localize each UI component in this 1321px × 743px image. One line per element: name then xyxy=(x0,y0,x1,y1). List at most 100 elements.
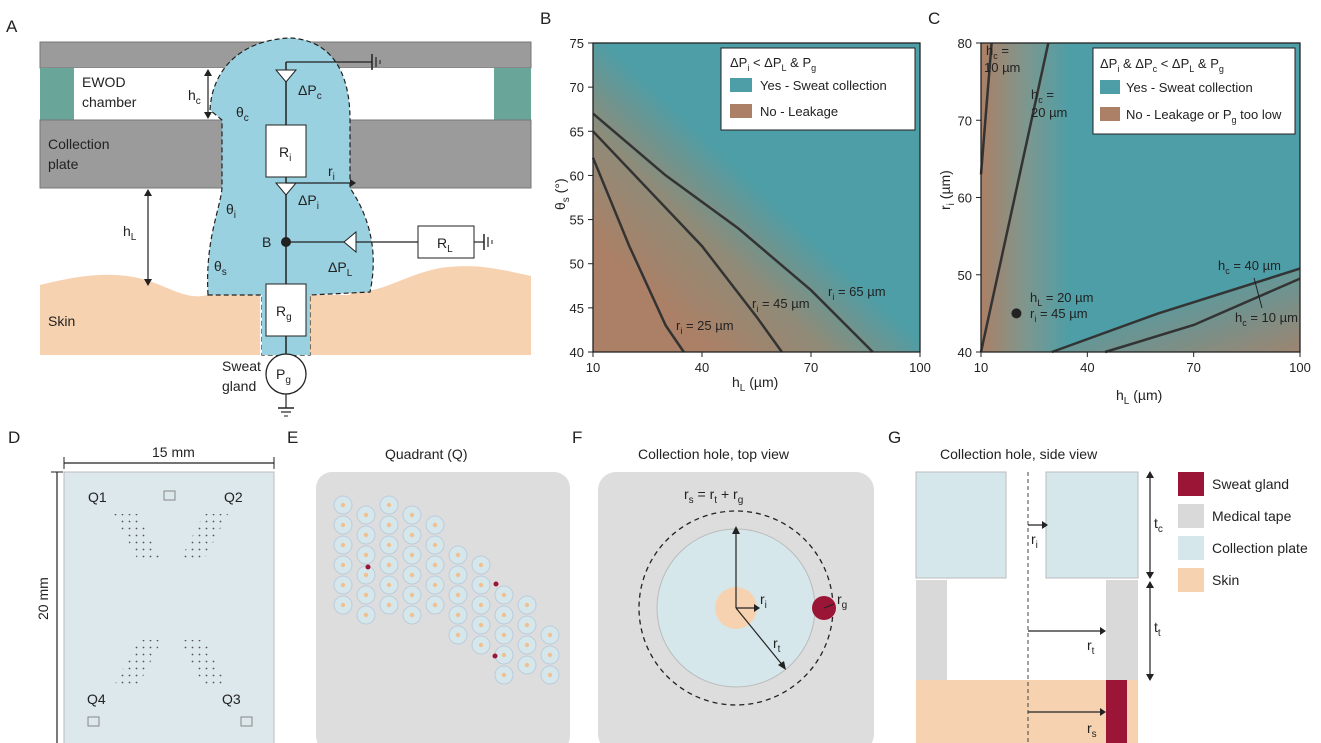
ewod-electrode-left xyxy=(40,68,74,120)
panel-c-point-label-1: hL = 20 µm xyxy=(1030,290,1093,308)
panel-b-xtick-2: 70 xyxy=(804,360,818,375)
resistor-rl xyxy=(417,225,475,259)
panel-g-rt-arrowhead xyxy=(1100,627,1106,635)
panel-b-ytick-3: 55 xyxy=(570,213,584,228)
panel-f-label: F xyxy=(572,428,582,447)
panel-e-label: E xyxy=(287,428,298,447)
panel-e-hole-center xyxy=(340,502,346,508)
panel-c-ylabel: ri (µm) xyxy=(937,170,957,210)
panel-c-xlabel: hL (µm) xyxy=(1116,387,1162,407)
resistor-ri xyxy=(265,124,307,178)
panel-c-series-1 xyxy=(979,42,1050,353)
panel-b-legend-yes-swatch xyxy=(730,78,752,92)
panel-e-hole-center xyxy=(386,502,392,508)
skin-label: Skin xyxy=(48,313,75,329)
panel-b-series-1 xyxy=(592,130,783,353)
panel-e: E Quadrant (Q) xyxy=(287,428,570,743)
panel-g-label: G xyxy=(888,428,901,447)
panel-b-ytick-4: 60 xyxy=(570,168,584,183)
panel-b-ytick-2: 50 xyxy=(570,257,584,272)
ewod-electrode-right xyxy=(494,68,531,120)
panel-g-tc-label: tc xyxy=(1154,515,1163,535)
panel-c-xtick-0: 10 xyxy=(974,360,988,375)
panel-e-hole-center xyxy=(432,602,438,608)
hl-arrow-down xyxy=(144,279,152,286)
panel-e-hole-center xyxy=(363,572,369,578)
collection-plate-label-2: plate xyxy=(48,156,79,172)
panel-c-series-2 xyxy=(1104,277,1301,354)
panel-f-title: Collection hole, top view xyxy=(638,446,790,462)
panel-e-hole-center xyxy=(501,652,507,658)
panel-e-hole-center xyxy=(432,542,438,548)
panel-b-series-0 xyxy=(591,157,685,353)
panel-e-hole-center xyxy=(455,572,461,578)
panel-g: G Collection hole, side view ri rt rs tc… xyxy=(888,428,1308,743)
hc-arrow-up xyxy=(204,69,212,76)
panel-g-legend-plate: Collection plate xyxy=(1212,540,1308,556)
panel-e-hole-center xyxy=(340,602,346,608)
panel-c-label-hc20-b: 20 µm xyxy=(1031,105,1067,120)
gland-label: gland xyxy=(222,378,256,394)
panel-g-legend-tape: Medical tape xyxy=(1212,508,1292,524)
panel-c-ytick-3: 70 xyxy=(958,113,972,128)
panel-e-hole-center xyxy=(478,562,484,568)
panel-e-hole-center xyxy=(363,612,369,618)
dpc-label: ΔPc xyxy=(298,82,322,102)
panel-f-rs-arrowhead xyxy=(732,526,740,534)
panel-b-label-ri65: ri = 65 µm xyxy=(828,284,886,302)
panel-b-ytick-0: 40 xyxy=(570,345,584,360)
panel-b-xlabel: hL (µm) xyxy=(732,374,778,394)
panel-c-legend-yes: Yes - Sweat collection xyxy=(1126,80,1253,95)
panel-c-series-0 xyxy=(979,42,993,175)
hc-arrow-down xyxy=(204,112,212,119)
panel-c-label-hc10-a: hc = xyxy=(986,43,1009,61)
panel-e-hole-center xyxy=(501,632,507,638)
panel-e-holes xyxy=(333,495,560,685)
panel-e-hole-center xyxy=(409,592,415,598)
panel-c-series-3 xyxy=(1051,267,1301,354)
panel-e-sweat-gland-0 xyxy=(365,564,371,570)
panel-c-ytick-2: 60 xyxy=(958,191,972,206)
panel-c-curves xyxy=(979,42,1301,354)
panel-b-xtick-0: 10 xyxy=(586,360,600,375)
panel-e-hole-center xyxy=(501,672,507,678)
panel-c-xtick-2: 70 xyxy=(1186,360,1200,375)
panel-e-hole-center xyxy=(524,622,530,628)
panel-c-point-label-2: ri = 45 µm xyxy=(1030,306,1088,324)
panel-e-hole-center xyxy=(409,572,415,578)
panel-e-hole-center xyxy=(340,542,346,548)
panel-f-ri-label: ri xyxy=(760,591,767,611)
panel-g-tt-arrow-up xyxy=(1146,581,1154,588)
panel-g-title: Collection hole, side view xyxy=(940,446,1098,462)
node-b-label: B xyxy=(262,234,271,250)
panel-b-xtick-1: 40 xyxy=(695,360,709,375)
panel-f-rt-label: rt xyxy=(773,635,781,655)
panel-f-ri-arrowhead xyxy=(754,604,760,612)
panel-c-legend xyxy=(1092,47,1296,135)
panel-d-array-q3 xyxy=(180,640,228,686)
panel-e-hole-center xyxy=(478,642,484,648)
panel-g-plate-left xyxy=(915,471,1007,579)
panel-c-label: C xyxy=(928,9,940,28)
collection-plate-label-1: Collection xyxy=(48,136,109,152)
panel-b-ytick-7: 75 xyxy=(570,36,584,51)
panel-g-ri-arrowhead xyxy=(1042,521,1048,529)
panel-g-legend-gland: Sweat gland xyxy=(1212,476,1289,492)
panel-d-q3: Q3 xyxy=(222,691,241,707)
panel-g-legend-plate-swatch xyxy=(1178,536,1204,560)
panel-d: D 15 mm 20 mm Q1 Q2 Q3 Q4 xyxy=(8,428,275,743)
panel-g-rt-label: rt xyxy=(1087,637,1095,657)
panel-e-hole-center xyxy=(432,582,438,588)
panel-e-hole-center xyxy=(386,602,392,608)
panel-b-label-ri25: ri = 25 µm xyxy=(676,318,734,336)
panel-b-label-ri45: ri = 45 µm xyxy=(752,296,810,314)
panel-g-tc-arrow-down xyxy=(1146,572,1154,579)
panel-c-label-hc40: hc = 40 µm xyxy=(1218,258,1281,276)
panel-b-frame xyxy=(592,42,921,353)
panel-f-rg-arrow xyxy=(823,603,835,609)
panel-b-label: B xyxy=(540,9,551,28)
resistor-rg xyxy=(265,283,307,337)
sweat-label: Sweat xyxy=(222,358,261,374)
